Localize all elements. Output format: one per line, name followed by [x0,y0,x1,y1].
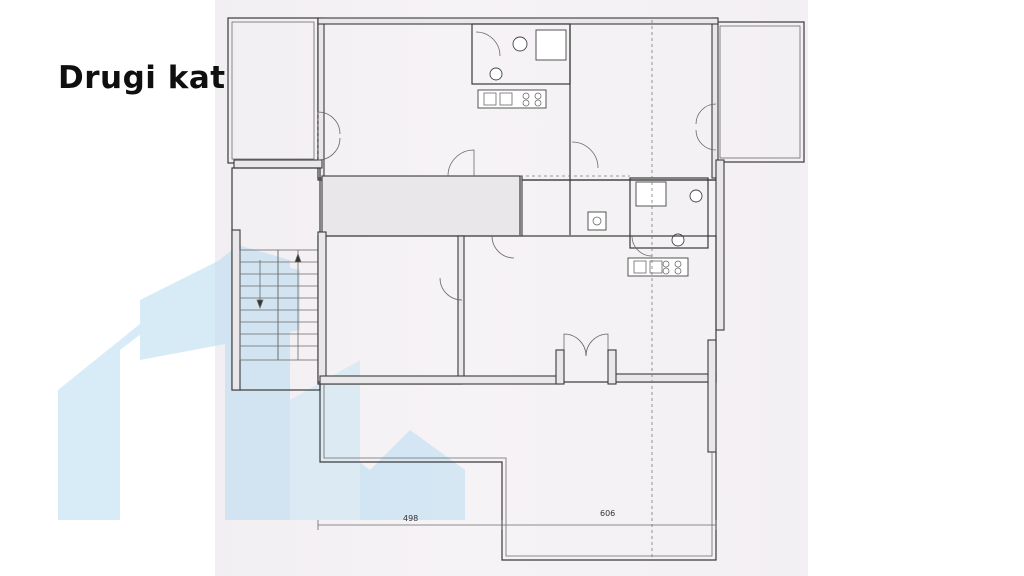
toilet-right [689,189,703,203]
shower-right [635,181,667,207]
terrace-outline [319,384,717,561]
dimension-left: 498 [403,514,418,523]
room-lower-left [317,235,463,385]
bathroom-right [629,177,709,249]
balcony-left-wall [227,17,319,164]
stair-hall [231,167,321,391]
balcony-right-wall [715,21,805,163]
kitchen-counter-right [627,257,689,277]
dimension-right: 606 [600,509,615,518]
shower-top [535,29,567,61]
chimney [587,211,607,231]
toilet-top [512,36,528,52]
page-title: Drugi kat [58,60,226,96]
staircase [239,249,319,361]
sink-right [671,233,685,247]
sink-top [489,67,503,81]
